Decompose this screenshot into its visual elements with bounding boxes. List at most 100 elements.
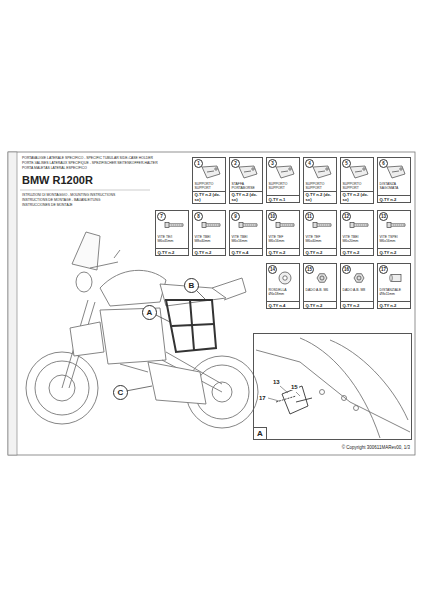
drawing-stroke: [202, 223, 206, 228]
drawing-stroke: [354, 406, 359, 411]
drawing-stroke: [239, 223, 243, 228]
callout-number: 13: [272, 379, 281, 385]
side-strip: [8, 152, 17, 455]
drawing-stroke: [280, 386, 288, 393]
view-letter: B: [185, 279, 198, 292]
part-number: 16: [342, 265, 351, 274]
part-icon: [387, 166, 405, 178]
drawing-stroke: [282, 224, 283, 226]
drawing-stroke: [245, 224, 246, 226]
part-box: 10VITE TEF M6x16mmQ.TY n.2: [266, 210, 300, 256]
drawing-stroke: [249, 224, 250, 226]
drawing-stroke: [354, 274, 364, 283]
side-case-holder: [166, 300, 216, 352]
icon-area: [341, 168, 373, 183]
drawing-stroke: [90, 250, 120, 268]
drawing-stroke: [256, 350, 410, 432]
part-box: 4SUPPORTO SUPPORTQ.TY n.2 (dx-sx): [303, 157, 337, 204]
drawing-stroke: [354, 224, 368, 226]
part-icon: [350, 166, 368, 178]
part-box: 16DADO A.B. M8Q.TY n.2: [340, 263, 374, 309]
drawing-stroke: [296, 392, 300, 396]
drawing-stroke: [395, 224, 396, 226]
drawing-stroke: [289, 168, 291, 170]
drawing-stroke: [179, 224, 180, 226]
icon-area: [230, 221, 262, 236]
part-number: 2: [231, 159, 240, 168]
drawing-stroke: [239, 166, 257, 178]
drawing-stroke: [387, 166, 405, 178]
drawing-stroke: [215, 168, 217, 170]
part-description: ROSDELLA Ø6x18mm: [267, 289, 299, 297]
detail-view: A: [253, 333, 412, 440]
part-number: 17: [379, 265, 388, 274]
drawing-stroke: [288, 224, 289, 226]
icon-area: [193, 168, 225, 183]
part-icon: [239, 166, 257, 178]
part-box: 12VITE TBEI M6x20mmQ.TY n.2: [340, 210, 374, 256]
part-number: 12: [342, 212, 351, 221]
drawing-stroke: [323, 224, 324, 226]
icon-area: [193, 221, 225, 236]
part-number: 15: [305, 265, 314, 274]
part-icon: [165, 223, 183, 228]
drawing-stroke: [317, 224, 331, 226]
icon-area: [341, 221, 373, 236]
drawing-stroke: [120, 364, 148, 372]
drawing-stroke: [72, 232, 100, 270]
icon-area: [304, 168, 336, 183]
part-icon: [387, 223, 405, 228]
part-description: VITE TE/I M6x45mm: [156, 236, 188, 244]
part-quantity: Q.TY n.2: [156, 248, 188, 255]
part-box: 14ROSDELLA Ø6x18mmQ.TY n.4: [266, 263, 300, 309]
part-number: 5: [342, 159, 351, 168]
drawing-stroke: [276, 223, 280, 228]
drawing-stroke: [276, 166, 294, 178]
part-quantity: Q.TY n.2 (dx-sx): [230, 191, 262, 203]
part-number: 14: [268, 265, 277, 274]
drawing-stroke: [387, 223, 391, 228]
part-box: 13VITE TSPEI M6x16mmQ.TY n.2: [377, 210, 411, 256]
drawing-stroke: [356, 224, 357, 226]
drawing-stroke: [326, 168, 328, 170]
part-quantity: Q.TY n.2: [378, 301, 410, 308]
part-quantity: Q.TY n.2: [193, 248, 225, 255]
sheet-border: [8, 152, 415, 455]
part-description: VITE TBEI M6x16mm: [230, 236, 262, 244]
header-text: INSTRUCCIONES DE MONTAJE: [22, 203, 73, 207]
callout-number: 17: [258, 395, 267, 401]
drawing-stroke: [251, 224, 252, 226]
drawing-stroke: [76, 272, 92, 292]
callout-number: 15: [290, 384, 299, 390]
drawing-stroke: [166, 300, 216, 352]
drawing-stroke: [276, 396, 296, 402]
drawing-stroke: [148, 362, 206, 404]
part-description: SUPPORTO SUPPORT: [304, 183, 336, 191]
drawing-stroke: [283, 276, 287, 280]
part-number: 3: [268, 159, 277, 168]
leader-lines: [126, 290, 206, 391]
view-letter: A: [143, 306, 156, 319]
model-title: BMW R1200R: [22, 174, 93, 186]
icon-area: [230, 168, 262, 183]
drawing-stroke: [366, 224, 367, 226]
part-number: 7: [157, 212, 166, 221]
drawing-stroke: [313, 223, 317, 228]
view-callout: B: [184, 278, 199, 293]
part-number: 13: [379, 212, 388, 221]
part-quantity: Q.TY n.1: [267, 195, 299, 202]
part-icon: [239, 223, 257, 228]
part-description: SUPPORTO SUPPORT: [193, 183, 225, 191]
drawing-stroke: [253, 224, 254, 226]
drawing-stroke: [327, 224, 328, 226]
part-box: 1SUPPORTO SUPPORTQ.TY n.2 (dx-sx): [192, 157, 226, 204]
part-description: VITE TBEI M6x20mm: [341, 236, 373, 244]
part-description: DADO A.B. M6: [304, 289, 336, 293]
drawing-stroke: [317, 274, 327, 283]
motorcycle: [26, 232, 258, 428]
drawing-stroke: [206, 224, 220, 226]
drawing-stroke: [320, 276, 324, 280]
part-box: 5SUPPORTO SUPPORTQ.TY n.2 (dx-sx): [340, 157, 374, 204]
